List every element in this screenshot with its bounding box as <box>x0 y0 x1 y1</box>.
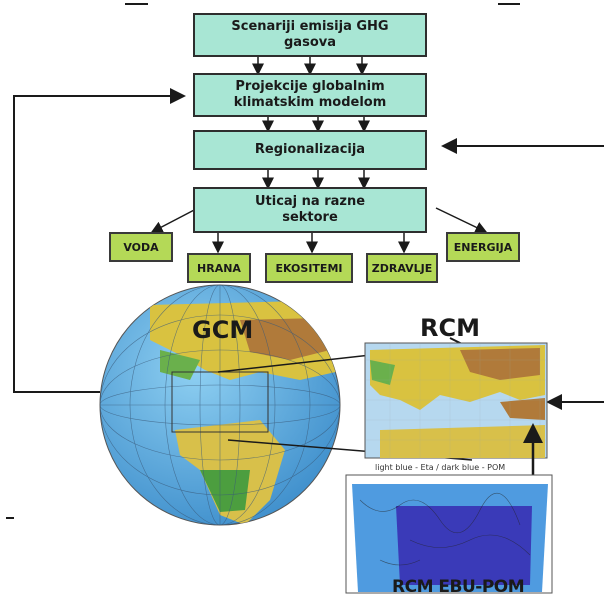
sector-impact-box: Uticaj na razne sektore <box>193 187 427 233</box>
sector-ekositemi: EKOSITEMI <box>265 253 353 283</box>
rcm-ebu-pom-label: RCM EBU-POM <box>392 577 525 597</box>
rcm-label: RCM <box>420 314 480 342</box>
emission-scenarios-box: Scenariji emisija GHG gasova <box>193 13 427 57</box>
regionalization-box: Regionalizacija <box>193 130 427 170</box>
global-projection-label: Projekcije globalnim klimatskim modelom <box>233 79 387 110</box>
sector-energija: ENERGIJA <box>446 232 520 262</box>
sector-zdravlje: ZDRAVLJE <box>366 253 438 283</box>
global-projection-box: Projekcije globalnim klimatskim modelom <box>193 73 427 117</box>
sector-hrana: HRANA <box>187 253 251 283</box>
gcm-label: GCM <box>192 316 254 344</box>
map-caption: light blue - Eta / dark blue - POM <box>375 463 506 472</box>
sector-impact-label: Uticaj na razne sektore <box>254 194 366 225</box>
sector-voda: VODA <box>109 232 173 262</box>
regionalization-label: Regionalizacija <box>254 142 366 157</box>
left-feedback-line <box>13 88 186 393</box>
emission-scenarios-label: Scenariji emisija GHG gasova <box>231 19 389 50</box>
